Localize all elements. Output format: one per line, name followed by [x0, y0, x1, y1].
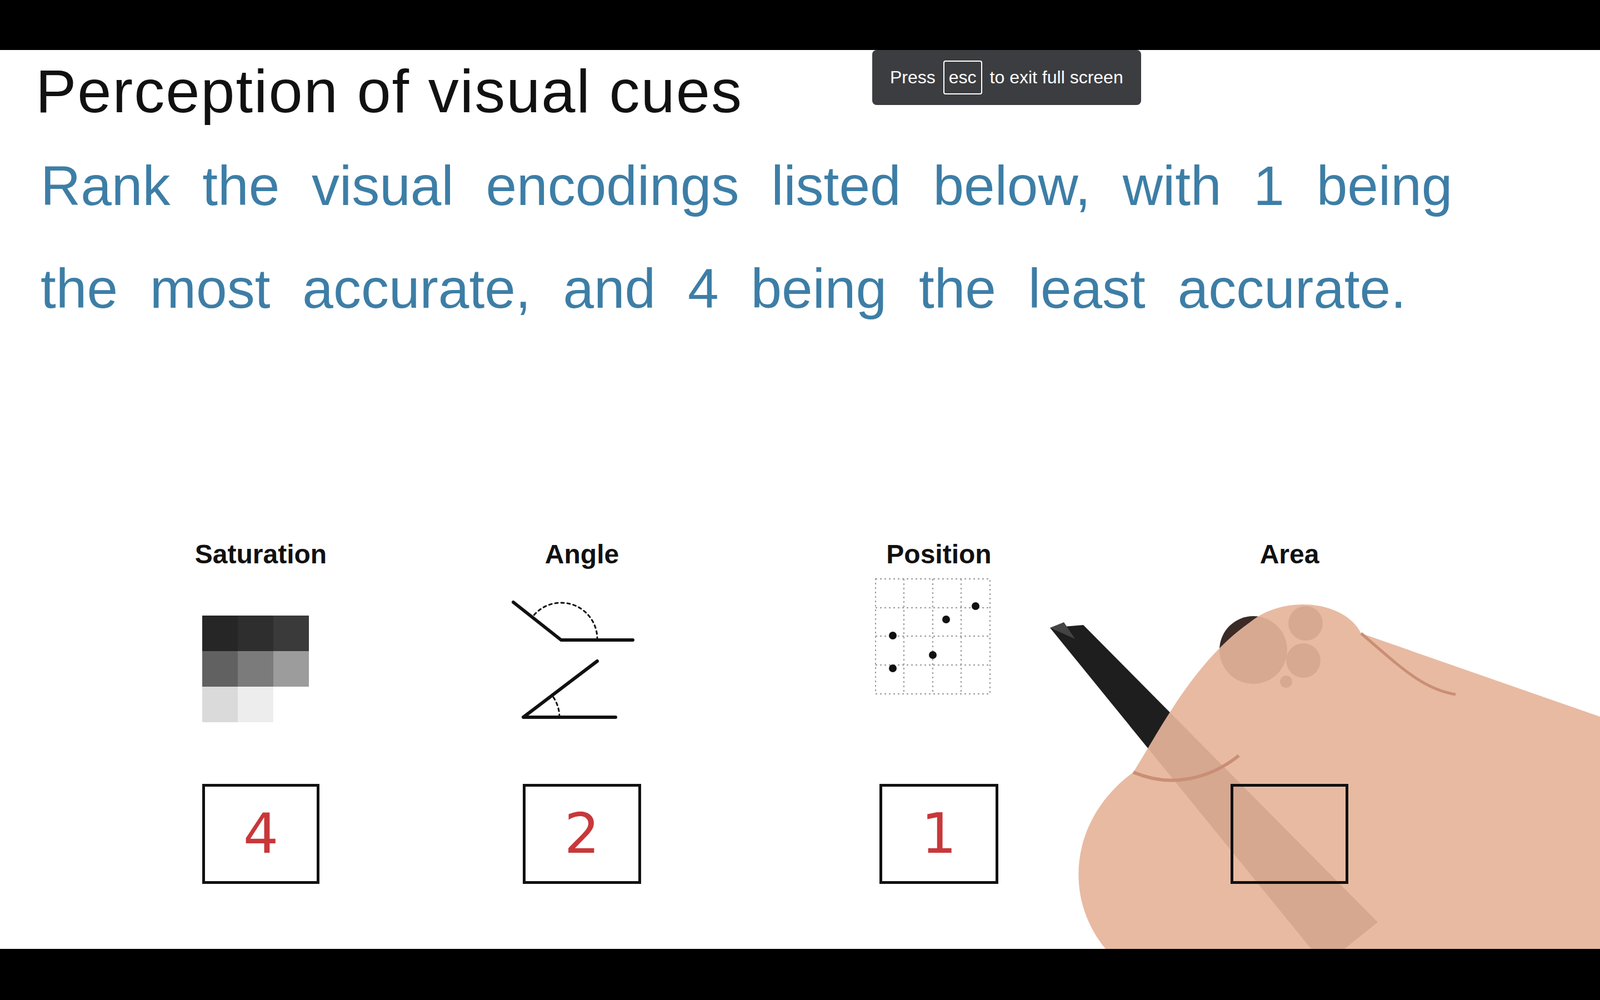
top-bar: [0, 0, 1600, 50]
position-plot: [875, 578, 990, 694]
answer-box: Position1: [879, 783, 999, 884]
rank-number: 1: [921, 806, 957, 862]
fullscreen-notice: Press esc to exit full screen: [872, 50, 1142, 105]
encoding-heading: Saturation: [195, 538, 327, 570]
angle-figure: [513, 602, 633, 718]
answer-box: Saturation4: [202, 783, 320, 884]
key-label: esc: [943, 60, 983, 95]
overlay-text: Press: [890, 67, 936, 88]
rank-number: 4: [243, 806, 279, 862]
hand-with-marker: [1050, 604, 1600, 949]
saturation-swatches: [202, 615, 309, 723]
question-text: Rank the visual encodings listed below, …: [40, 134, 1463, 340]
encoding-heading: Angle: [545, 538, 619, 570]
bottom-bar: [0, 948, 1600, 1000]
answer-box: Area: [1230, 783, 1349, 884]
answer-box: Angle2: [522, 783, 642, 884]
overlay-text: to exit full screen: [990, 67, 1124, 88]
rank-number: 2: [564, 806, 600, 862]
encoding-heading: Area: [1260, 538, 1320, 570]
encoding-heading: Position: [886, 538, 992, 570]
title: Perception of visual cues: [35, 55, 743, 127]
